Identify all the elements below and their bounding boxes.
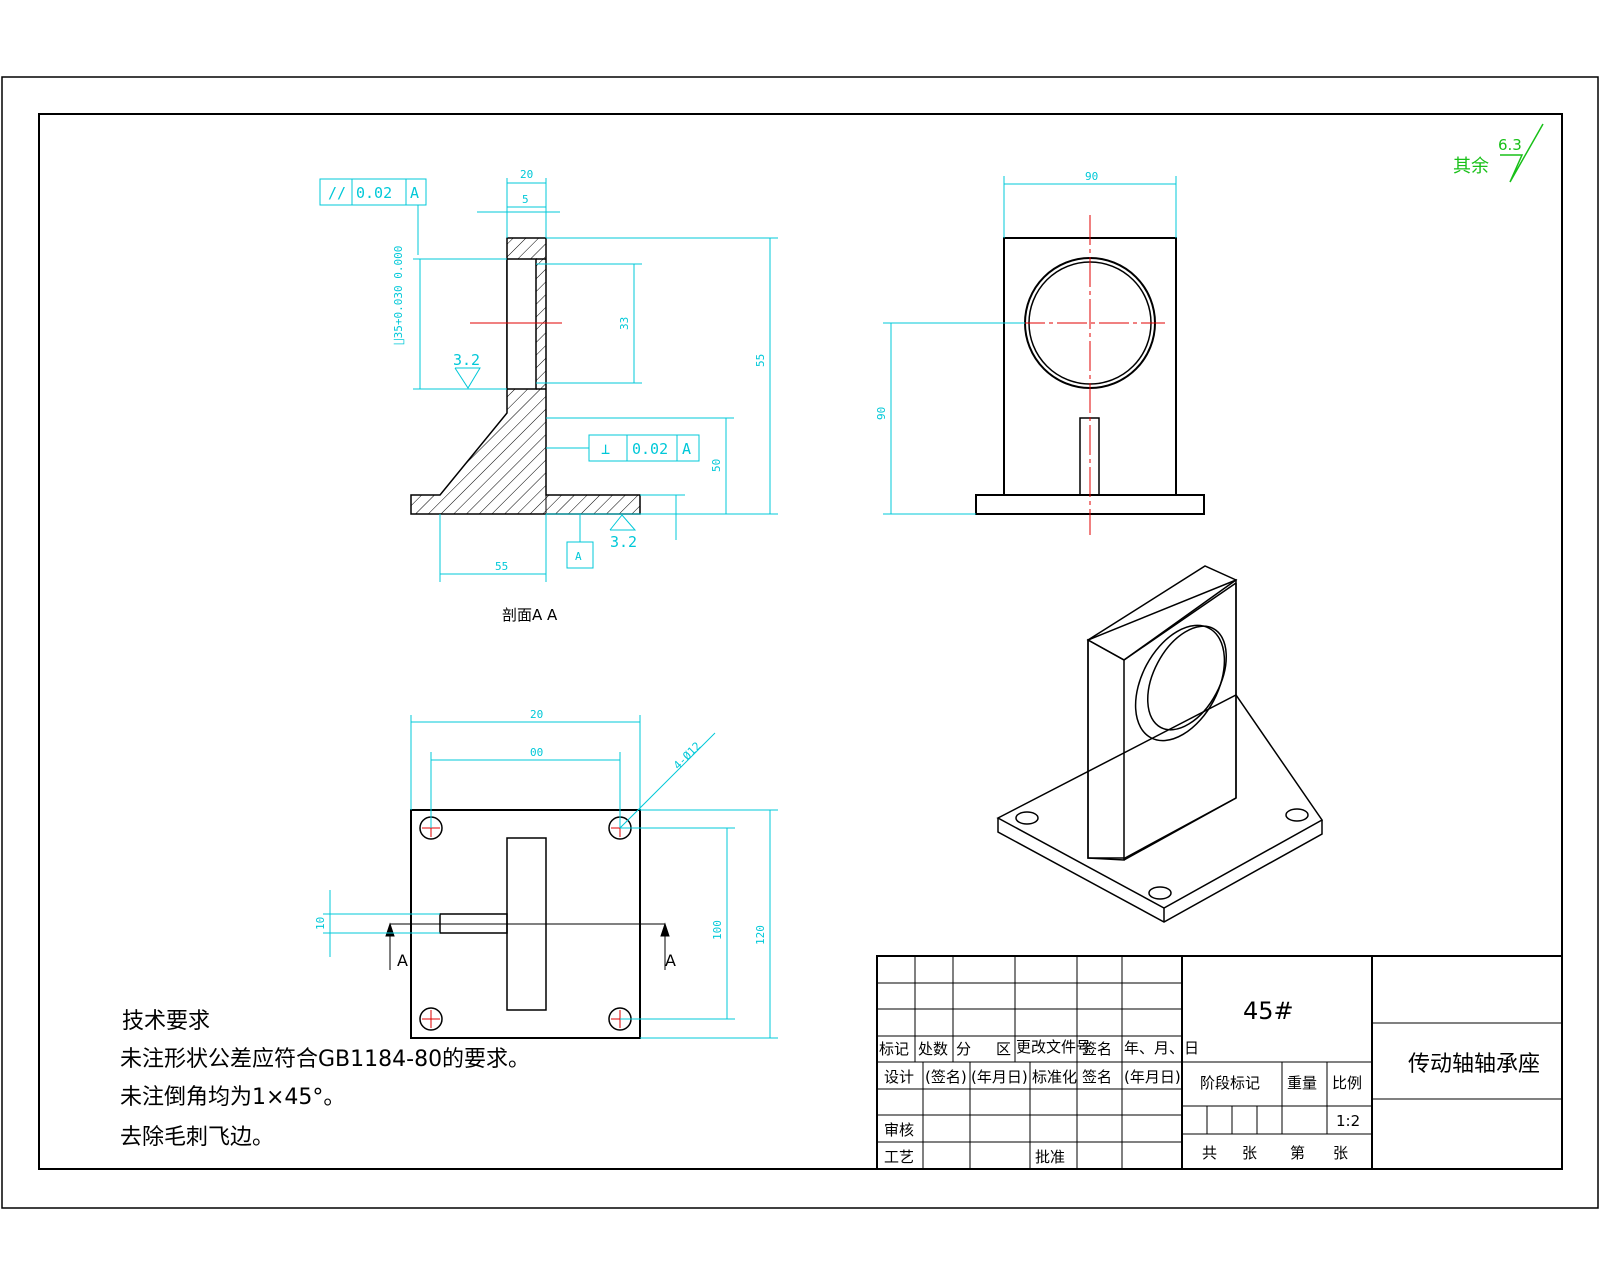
tb-label-changedoc: 更改文件号 (1016, 1038, 1091, 1056)
material: 45# (1243, 997, 1294, 1025)
tb-weight: 重量 (1287, 1074, 1317, 1092)
tb-scale-label: 比例 (1332, 1074, 1362, 1092)
tb-label-signature: (签名) (925, 1068, 967, 1086)
inner-frame (38, 113, 1563, 1170)
tb-review: 审核 (884, 1121, 914, 1139)
tb-total: 共 (1202, 1144, 1217, 1162)
fcf-parallel-datum: A (410, 184, 419, 202)
section-mark-left: A (397, 951, 408, 970)
top-dim-h-outer: 120 (754, 925, 767, 945)
datum-letter: A (575, 550, 582, 563)
tech-requirements: 技术要求 未注形状公差应符合GB1184-80的要求。 未注倒角均为1×45°。… (120, 1009, 530, 1150)
tb-label-sign: 签名 (1082, 1040, 1112, 1058)
tech-title: 技术要求 (122, 1009, 210, 1034)
tb-label-date: 年、月、日 (1124, 1039, 1199, 1057)
fcf-parallel-symbol: // (328, 184, 346, 202)
fcf-perpendicular: ⊥ 0.02 A (588, 434, 700, 462)
tech-line-1: 未注形状公差应符合GB1184-80的要求。 (120, 1047, 530, 1072)
front-dim-width: 90 (1085, 170, 1098, 183)
tb-label-mark: 标记 (879, 1040, 909, 1058)
tb-label-ymd: (年月日) (971, 1068, 1028, 1086)
tech-line-2: 未注倒角均为1×45°。 (120, 1085, 345, 1110)
front-view: 90 90 (875, 170, 1205, 535)
tb-process: 工艺 (884, 1148, 914, 1166)
fcf-perp-datum: A (682, 440, 691, 458)
tech-line-3: 去除毛刺飞边。 (120, 1125, 274, 1150)
section-bore (506, 258, 537, 390)
top-dim-h-inner: 100 (711, 920, 724, 940)
dim-top-width: 20 (520, 168, 533, 181)
fcf-perp-symbol: ⊥ (601, 440, 610, 458)
part-name: 传动轴轴承座 (1408, 1052, 1540, 1077)
tb-approve: 批准 (1035, 1148, 1065, 1166)
tb-label-count: 处数 (918, 1040, 948, 1058)
roughness-value: 6.3 (1498, 136, 1522, 154)
dim-base-len: 55 (495, 560, 508, 573)
tb-stage-mark: 阶段标记 (1200, 1074, 1260, 1092)
fcf-parallel: // 0.02 A (319, 178, 427, 206)
dim-bore-h: 33 (618, 317, 631, 330)
section-dim-text: 20 5 55 33 ∐35+0.030 0.000 50 55 3.2 3.2… (392, 168, 767, 573)
tb-label-qu: 区 (996, 1040, 1011, 1058)
top-dim-inner: 00 (530, 746, 543, 759)
title-block (876, 955, 1563, 1170)
dim-bore-left: ∐35+0.030 0.000 (392, 246, 405, 345)
fcf-parallel-value: 0.02 (356, 184, 392, 202)
tb-label-fen: 分 (956, 1040, 971, 1058)
section-caption: 剖面A A (502, 606, 558, 624)
tb-label-ymd2: (年月日) (1124, 1068, 1181, 1086)
tb-label-sign2: 签名 (1082, 1068, 1112, 1086)
top-view: A A 20 00 4-Ø12 100 120 10 (314, 708, 778, 1039)
top-dim-slot: 10 (314, 917, 327, 930)
outer-frame (1, 76, 1599, 1209)
tb-label-standard: 标准化 (1032, 1068, 1077, 1086)
tb-label-design: 设计 (884, 1068, 914, 1086)
roughness-a: 3.2 (453, 351, 480, 369)
tb-sheet-2: 张 (1333, 1144, 1348, 1162)
front-dim-height: 90 (875, 407, 888, 420)
tb-sheet-1: 张 (1242, 1144, 1257, 1162)
roughness-general: 其余 6.3 (1453, 123, 1544, 183)
tb-page: 第 (1290, 1144, 1305, 1162)
dim-top-inner: 5 (522, 193, 529, 206)
dim-base-height: 50 (710, 459, 723, 472)
isometric-view (996, 565, 1324, 923)
title-block-text: 45# 传动轴轴承座 标记 处数 分 区 更改文件号 签名 年、月、日 设计 (… (879, 997, 1540, 1166)
tb-scale: 1:2 (1336, 1112, 1360, 1130)
roughness-b: 3.2 (610, 533, 637, 551)
section-mark-right: A (665, 951, 676, 970)
section-view: 20 5 55 33 ∐35+0.030 0.000 50 55 3.2 3.2… (319, 168, 778, 624)
hole-bl (419, 1007, 443, 1031)
roughness-label: 其余 (1453, 156, 1489, 177)
top-dim-outer: 20 (530, 708, 543, 721)
fcf-perp-value: 0.02 (632, 440, 668, 458)
top-dim-hole: 4-Ø12 (671, 740, 704, 773)
dim-height: 55 (754, 354, 767, 367)
